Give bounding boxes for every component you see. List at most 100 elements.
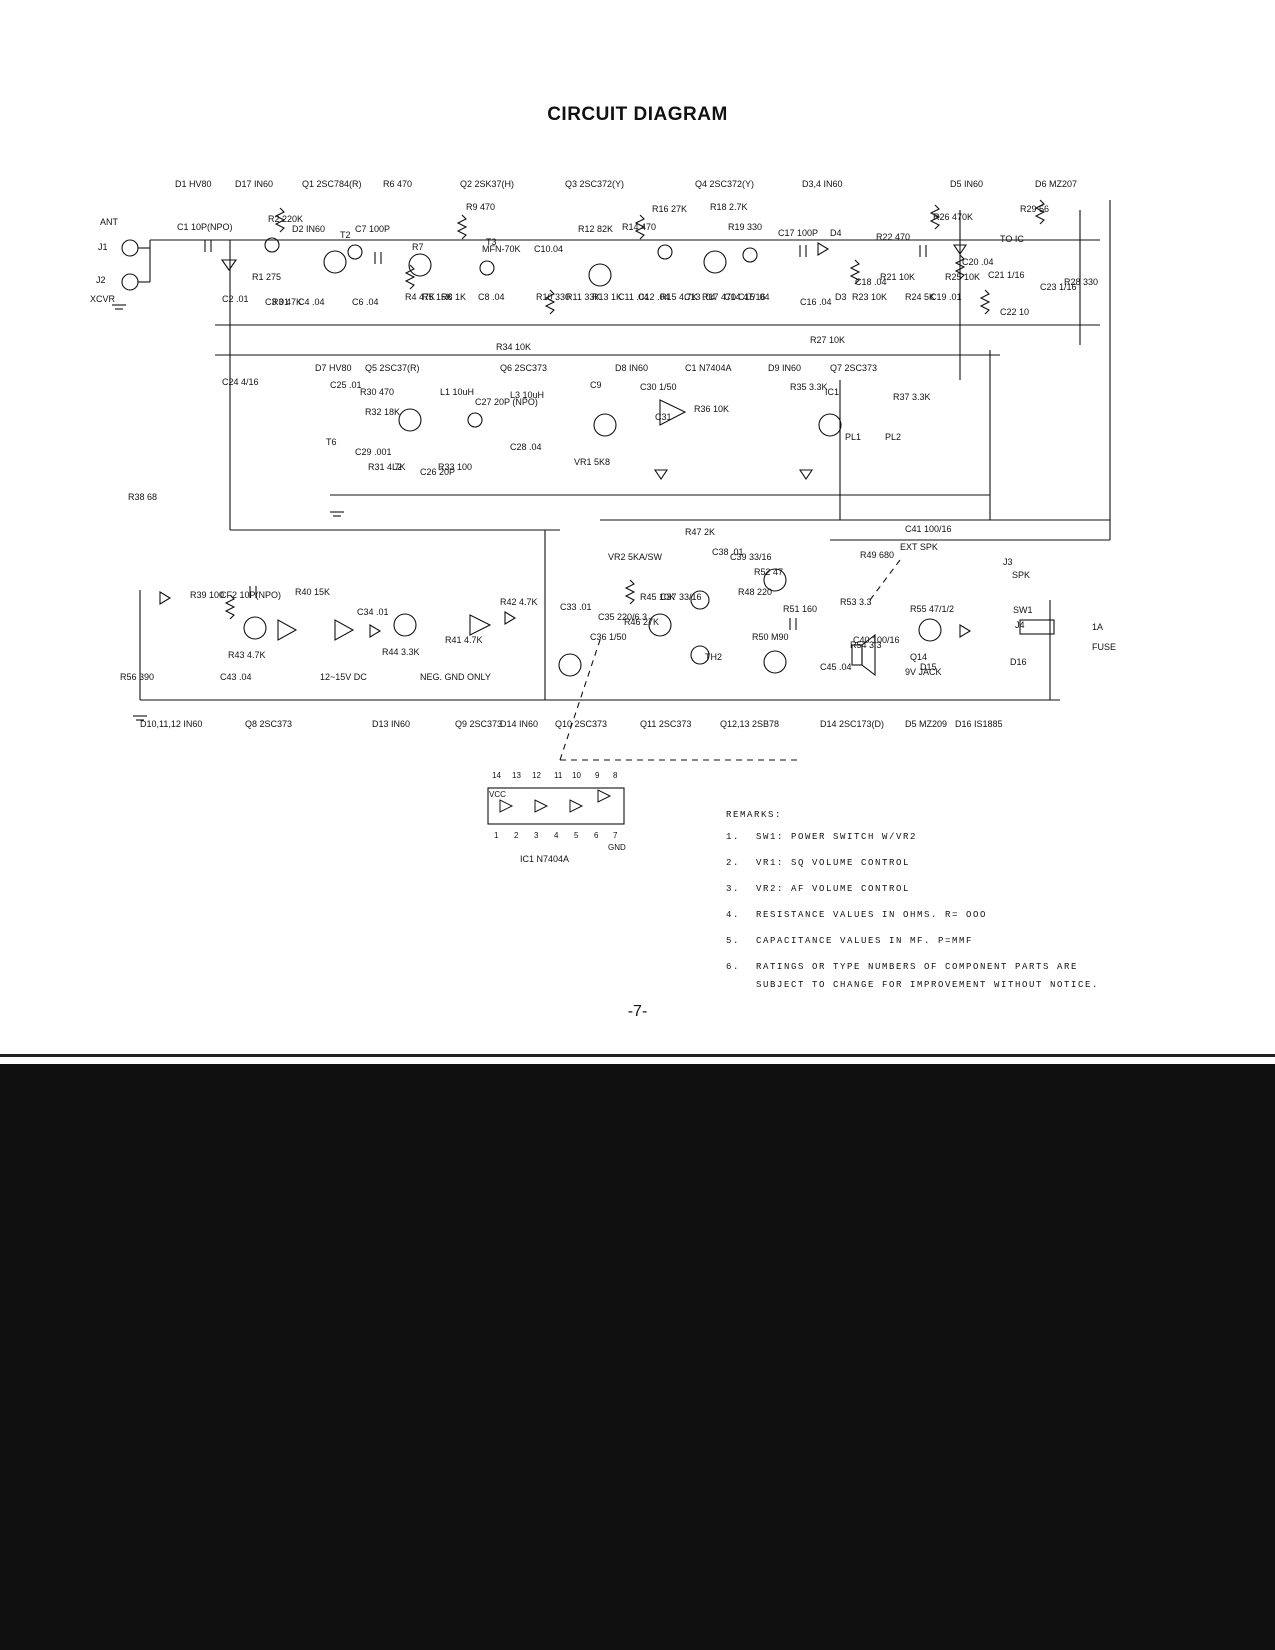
component-label: R32 18K (365, 407, 400, 417)
component-label: PL1 (845, 432, 861, 442)
component-label: R33 100 (438, 462, 472, 472)
component-label: R34 10K (496, 342, 531, 352)
component-label: R22 470 (876, 232, 910, 242)
ic-pin-9: 9 (595, 771, 600, 780)
ic-pin-12: 12 (532, 771, 541, 780)
component-label: C29 .001 (355, 447, 392, 457)
remark-number: 6. (726, 962, 741, 973)
component-label: R24 5K (905, 292, 935, 302)
component-label: R46 27K (624, 617, 659, 627)
ic-pinout: 14 13 12 11 10 9 8 1 2 3 4 5 6 7 VCC GND… (487, 771, 626, 864)
component-label: C11 .04 (618, 292, 649, 302)
component-label: SW1 (1013, 605, 1033, 615)
component-label: R36 10K (694, 404, 729, 414)
component-label: R42 4.7K (500, 597, 538, 607)
component-label: R10 330 (536, 292, 570, 302)
component-label: C25 .01 (330, 380, 362, 390)
top-row-label: D1 HV80 (175, 179, 212, 189)
component-label: R9 470 (466, 202, 495, 212)
ic-pin-11: 11 (554, 771, 563, 780)
top-row-label: R6 470 (383, 179, 412, 189)
component-label: D16 (1010, 657, 1027, 667)
page-title: CIRCUIT DIAGRAM (547, 104, 728, 125)
top-row-label: Q1 2SC784(R) (302, 179, 362, 189)
remark-number: 4. (726, 910, 741, 921)
component-label: C22 10 (1000, 307, 1029, 317)
component-label: R56 390 (120, 672, 154, 682)
page-edge (0, 1054, 1275, 1057)
ic-pin-4: 4 (554, 831, 559, 840)
component-label: R31 4.7K (368, 462, 406, 472)
component-label: C45 .04 (820, 662, 852, 672)
component-label: EXT SPK (900, 542, 938, 552)
component-label: C16 .04 (800, 297, 832, 307)
component-label: C9 (590, 380, 602, 390)
bottom-row-label: D14 IN60 (500, 719, 538, 729)
component-label: L3 10uH (510, 390, 544, 400)
component-label: 9V JACK (905, 667, 942, 677)
remark-text: VR1: SQ VOLUME CONTROL (756, 858, 911, 869)
top-row-label: Q3 2SC372(Y) (565, 179, 624, 189)
component-label: D2 IN60 (292, 224, 325, 234)
component-label: L1 10uH (440, 387, 474, 397)
component-label: 12~15V DC (320, 672, 367, 682)
component-label: C36 1/50 (590, 632, 627, 642)
component-label: R51 160 (783, 604, 817, 614)
remark-text: RATINGS OR TYPE NUMBERS OF COMPONENT PAR… (756, 962, 1100, 990)
component-label: R38 68 (128, 492, 157, 502)
component-label: C24 4/16 (222, 377, 259, 387)
component-label: R25 10K (945, 272, 980, 282)
component-label: J3 (1003, 557, 1013, 567)
component-label: J1 (98, 242, 108, 252)
component-label: C13 .04 (684, 292, 716, 302)
component-label: T2 (340, 230, 351, 240)
bottom-row-label: D14 2SC173(D) (820, 719, 884, 729)
component-label: C18 .04 (855, 277, 887, 287)
remark-item: 1.SW1: POWER SWITCH W/VR2 (726, 829, 1126, 846)
component-label: R15 4.7K (660, 292, 698, 302)
component-label: C28 .04 (510, 442, 542, 452)
wiring (112, 199, 1111, 761)
component-label: C1 10P(NPO) (177, 222, 233, 232)
component-label: C41 100/16 (905, 524, 952, 534)
ic-vcc-label: VCC (489, 790, 506, 799)
component-label: C34 .01 (357, 607, 389, 617)
component-label: C12 .04 (638, 292, 670, 302)
component-label: R50 M90 (752, 632, 789, 642)
remark-item: 6. RATINGS OR TYPE NUMBERS OF COMPONENT P… (726, 959, 1126, 993)
component-label: R35 3.3K (790, 382, 828, 392)
top-row-label: D6 MZ207 (1035, 179, 1077, 189)
remark-item: 3.VR2: AF VOLUME CONTROL (726, 881, 1126, 898)
remark-number: 3. (726, 884, 741, 895)
component-label: R1 275 (252, 272, 281, 282)
component-label: R14 470 (622, 222, 656, 232)
ic-pin-6: 6 (594, 831, 599, 840)
ic-pin-3: 3 (534, 831, 539, 840)
component-label: IC1 (825, 387, 839, 397)
component-label: C38 .01 (712, 547, 744, 557)
component-label: R17 470 (702, 292, 736, 302)
component-label: VR1 5K8 (574, 457, 610, 467)
component-label: R44 3.3K (382, 647, 420, 657)
component-label: D3 (835, 292, 847, 302)
component-label: R48 220 (738, 587, 772, 597)
remarks-section: REMARKS: 1.SW1: POWER SWITCH W/VR2 2.VR1… (726, 810, 1126, 1003)
bottom-row-label: D5 MZ209 (905, 719, 947, 729)
top-row-label: D5 IN60 (950, 179, 983, 189)
component-label: R27 10K (810, 335, 845, 345)
component-label: R16 27K (652, 204, 687, 214)
component-label: FUSE (1092, 642, 1116, 652)
component-label: VR2 5KA/SW (608, 552, 663, 562)
component-label: C4 .04 (298, 297, 325, 307)
component-label: R21 10K (880, 272, 915, 282)
bottom-row-label: D16 IS1885 (955, 719, 1003, 729)
component-label: D4 (830, 228, 842, 238)
ic-pin-2: 2 (514, 831, 519, 840)
component-label: C21 1/16 (988, 270, 1025, 280)
component-label: PL2 (885, 432, 901, 442)
bottom-row-label: Q10 2SC373 (555, 719, 607, 729)
component-label: T6 (326, 437, 337, 447)
component-label: R4 47K (405, 292, 435, 302)
